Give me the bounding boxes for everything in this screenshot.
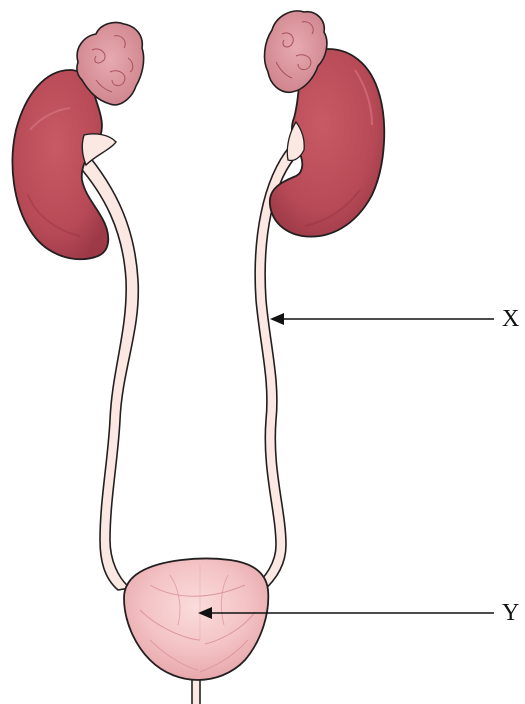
urethra	[192, 680, 200, 704]
label-y: Y	[502, 601, 519, 625]
urinary-bladder	[124, 559, 268, 681]
pointer-x	[270, 313, 494, 325]
label-x: X	[502, 307, 519, 331]
